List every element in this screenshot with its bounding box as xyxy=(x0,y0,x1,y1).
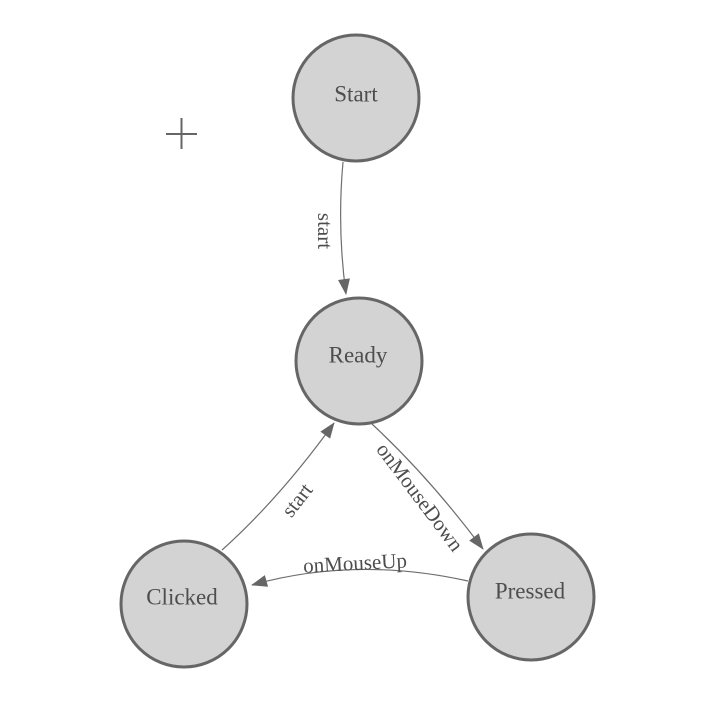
transition-pressed-to-clicked[interactable]: onMouseUp xyxy=(251,548,469,587)
state-circle[interactable] xyxy=(466,532,596,662)
state-node-clicked[interactable]: Clicked xyxy=(119,539,249,669)
state-label: Pressed xyxy=(495,579,566,604)
state-node-start[interactable]: Start xyxy=(291,33,421,163)
transition-line[interactable] xyxy=(221,422,335,551)
state-label: Start xyxy=(334,82,378,107)
transition-label: start xyxy=(276,478,317,521)
transition-start-to-ready[interactable]: start xyxy=(313,161,350,295)
state-label: Clicked xyxy=(146,585,218,610)
crosshair-cursor-icon xyxy=(166,118,197,149)
state-node-ready[interactable]: Ready xyxy=(294,296,424,426)
state-node-pressed[interactable]: Pressed xyxy=(466,532,596,662)
transition-label: onMouseUp xyxy=(303,548,408,577)
transition-label: start xyxy=(313,213,337,249)
transition-line[interactable] xyxy=(371,423,484,550)
transition-line[interactable] xyxy=(251,568,469,587)
state-circle[interactable] xyxy=(291,33,421,163)
state-circle[interactable] xyxy=(294,296,424,426)
transition-ready-to-pressed[interactable]: onMouseDown xyxy=(371,423,484,556)
state-label: Ready xyxy=(329,343,388,368)
transition-clicked-to-ready[interactable]: start xyxy=(221,422,335,551)
transition-line[interactable] xyxy=(338,161,350,295)
transition-label: onMouseDown xyxy=(371,438,468,556)
state-circle[interactable] xyxy=(119,539,249,669)
